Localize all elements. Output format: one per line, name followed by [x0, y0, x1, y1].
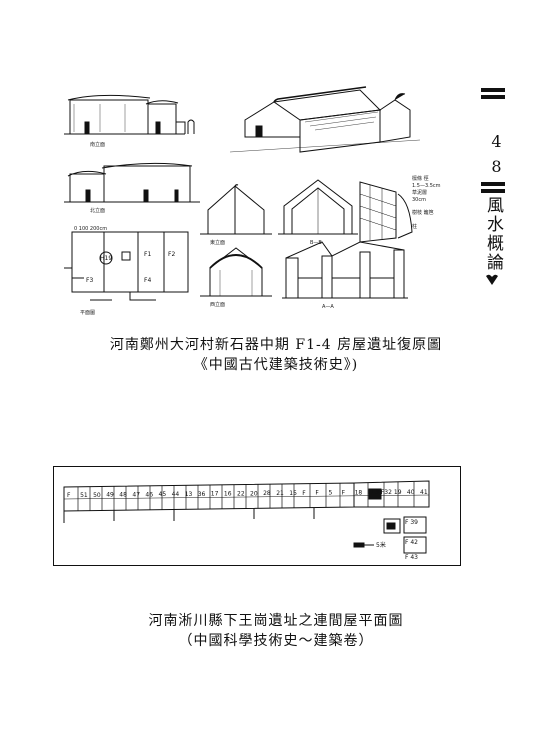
room-label-f4: F4: [144, 277, 151, 284]
label-plan: 平面圖: [80, 310, 95, 316]
label-plan-scale: 0 100 200cm: [74, 226, 107, 232]
label-annot-5: 樹枝 籬笆: [412, 209, 434, 216]
west-elevation-drawing: [200, 247, 272, 297]
figure-xiawanggang-plan: 5米 F 39 F 42 F 43 F 51 50 49 48 47 46 45 44 13 36 1…: [53, 466, 461, 566]
row-room-label: 44: [172, 491, 180, 498]
row-room-label: 18: [355, 489, 363, 496]
label-south-elevation: 南立面: [90, 141, 105, 148]
room-label-f43: F 43: [405, 554, 418, 561]
row-room-label: 13: [185, 491, 193, 498]
figure-dahe-house-drawings: 南立面 北立面 0 100 200cm 平面圖 東立面 西立面 B—B A—A …: [64, 86, 441, 316]
perspective-drawing: [229, 86, 421, 153]
scale-label: 5米: [376, 541, 386, 549]
north-elevation-drawing: [64, 162, 200, 203]
row-room-label: F32: [381, 489, 392, 496]
long-section-drawing: [282, 241, 408, 299]
row-room-label: F13: [368, 489, 379, 496]
label-section-aa: A—A: [322, 304, 334, 310]
header-rule-mid: [481, 95, 505, 99]
row-room-label: 5: [329, 490, 333, 497]
row-room-label: 22: [237, 490, 245, 497]
row-room-label: 20: [250, 490, 258, 497]
label-section-bb: B—B: [310, 240, 322, 246]
row-room-label: 36: [198, 491, 206, 498]
label-west-elevation: 西立面: [210, 301, 225, 308]
row-room-label: 28: [263, 490, 271, 497]
label-annot-3: 草泥層: [412, 189, 427, 196]
row-room-label: 15: [289, 490, 297, 497]
row-room-label: F: [342, 490, 346, 497]
row-room-label: 40: [407, 489, 415, 496]
figure1-caption-line1: 河南鄭州大河村新石器中期 F1-4 房屋遺址復原圖: [109, 337, 443, 353]
label-north-elevation: 北立面: [90, 207, 105, 214]
row-room-label: F: [67, 492, 71, 499]
ornament-icon: [486, 274, 498, 285]
label-annot-6: 柱: [412, 223, 417, 230]
book-title: 風水概論: [483, 196, 503, 272]
row-room-label: 45: [159, 491, 167, 498]
row-room-label: 48: [119, 492, 127, 499]
room-label-f2: F2: [168, 251, 175, 258]
row-room-label: 46: [145, 491, 153, 498]
figure1-caption-line2: 《中國古代建築技術史》): [193, 357, 359, 373]
room-label-f3: F3: [86, 277, 93, 284]
label-annot-2: 1.5—3.5cm: [412, 183, 441, 189]
page-number: 48: [487, 132, 506, 182]
row-room-label: 21: [276, 490, 284, 497]
row-room-label: 19: [394, 489, 402, 496]
south-elevation-drawing: [64, 94, 195, 135]
row-room-label: 16: [224, 491, 232, 498]
header-rule-bottom: [481, 189, 505, 193]
row-room-label: 41: [420, 489, 428, 496]
row-room-label: 50: [93, 492, 101, 499]
room-label-f39: F 39: [405, 519, 418, 526]
row-room-label: 51: [80, 492, 88, 499]
label-annot-4: 30cm: [412, 197, 426, 203]
section-drawings: [200, 179, 413, 243]
figure2-caption-line2: （中國科學技術史～建築卷）: [178, 633, 374, 649]
row-room-label: F: [302, 490, 306, 497]
label-annot-1: 檩條 徑: [412, 175, 429, 182]
header-rule-top: [481, 88, 505, 92]
figure2-caption-line1: 河南淅川縣下王崗遺址之連間屋平面圖: [148, 613, 404, 629]
row-room-label: 47: [132, 491, 140, 498]
floor-plan-drawing: [64, 231, 189, 301]
room-label-h19: H19: [100, 255, 112, 262]
row-house-plan-drawing: 5米 F 39 F 42 F 43 F 51 50 49 48 47 46 45 44 13 36 1…: [63, 480, 430, 561]
header-rule-low: [481, 182, 505, 186]
label-east-elevation: 東立面: [210, 239, 225, 246]
row-room-label: 49: [106, 492, 114, 499]
row-room-label: 17: [211, 491, 219, 498]
room-label-f42: F 42: [405, 539, 418, 546]
row-room-label: F: [315, 490, 319, 497]
room-label-f1: F1: [144, 251, 151, 258]
